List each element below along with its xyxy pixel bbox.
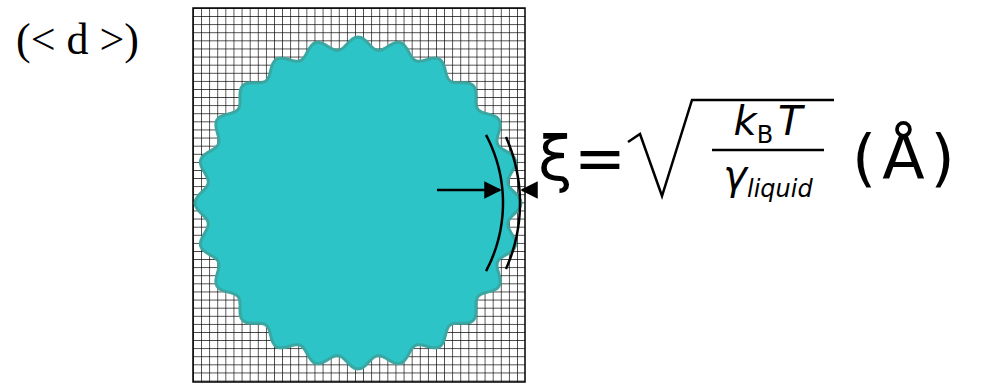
mean-surface-arc <box>486 135 503 271</box>
average-distance-label: (< d >) <box>16 18 139 62</box>
width-arrow <box>437 189 500 192</box>
equals-sign: = <box>574 128 626 190</box>
fraction-bar <box>712 149 824 152</box>
fluctuation-arc <box>506 137 520 269</box>
xi-symbol: ξ <box>538 128 573 190</box>
width-arrow <box>522 189 534 192</box>
boltzmann-k: k <box>733 99 756 143</box>
surface-tension-subscript: liquid <box>747 176 813 202</box>
fraction-denominator: γliquid <box>700 153 836 197</box>
fraction-numerator: kBT <box>700 99 836 143</box>
boltzmann-subscript: B <box>757 122 773 148</box>
grid-mesh <box>193 8 525 382</box>
angstrom-unit: (Å) <box>852 127 961 189</box>
temperature-symbol: T <box>778 99 802 143</box>
liquid-droplet <box>195 37 521 369</box>
surface-tension-symbol: γ <box>723 153 747 197</box>
